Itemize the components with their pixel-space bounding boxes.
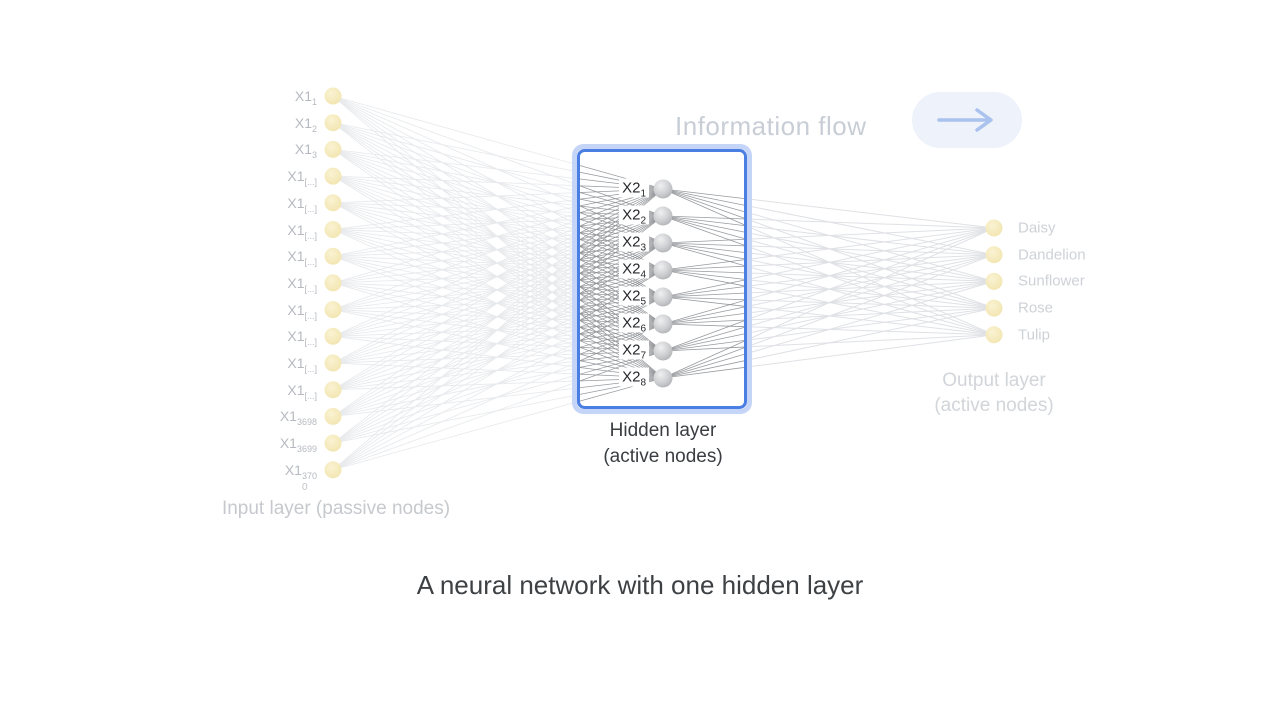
input-node	[324, 247, 342, 265]
hidden-node	[653, 179, 673, 199]
output-node	[985, 272, 1003, 290]
output-node	[985, 299, 1003, 317]
hidden-node	[653, 341, 673, 361]
hidden-node	[653, 287, 673, 307]
hidden-layer-box	[577, 149, 747, 409]
hidden-layer-box-glow	[572, 144, 752, 414]
input-node	[324, 221, 342, 238]
hidden-layer-caption: Hidden layer (active nodes)	[563, 418, 763, 470]
hidden-layer-caption-line1: Hidden layer	[609, 420, 717, 441]
input-node	[324, 301, 342, 319]
input-nodes	[324, 87, 342, 479]
input-node	[324, 140, 342, 158]
hidden-layer-caption-line2: (active nodes)	[603, 446, 723, 467]
output-layer-caption-line1: Output layer	[942, 370, 1046, 391]
hidden-output-connections	[748, 198, 995, 368]
output-layer-caption-line2: (active nodes)	[934, 395, 1054, 416]
input-node	[324, 354, 342, 372]
input-hidden-connections-inner	[577, 164, 664, 402]
slide-caption: A neural network with one hidden layer	[416, 570, 864, 600]
input-layer-caption: Input layer (passive nodes)	[221, 498, 451, 519]
output-nodes	[985, 219, 1003, 344]
input-node	[324, 327, 342, 345]
input-node	[324, 274, 342, 292]
input-node	[324, 461, 342, 479]
hidden-nodes	[653, 179, 673, 388]
hidden-output-connections-inner	[662, 188, 750, 379]
hidden-node	[653, 368, 673, 388]
input-hidden-connections	[332, 95, 579, 471]
input-node	[324, 87, 342, 105]
information-flow-pill	[912, 92, 1022, 148]
output-node	[985, 246, 1003, 264]
input-node	[324, 381, 342, 399]
hidden-node	[653, 260, 673, 280]
arrow-right-icon	[937, 108, 993, 132]
input-node	[324, 434, 342, 452]
input-node	[324, 194, 342, 212]
hidden-node	[653, 314, 673, 334]
output-node	[985, 326, 1003, 344]
input-node	[324, 407, 342, 425]
input-node	[324, 167, 342, 185]
input-node	[324, 114, 342, 132]
hidden-node	[653, 233, 673, 253]
hidden-node	[653, 206, 673, 226]
output-layer-caption: Output layer (active nodes)	[894, 368, 1094, 418]
information-flow-label: Information flow	[675, 111, 867, 141]
output-node	[985, 219, 1003, 237]
